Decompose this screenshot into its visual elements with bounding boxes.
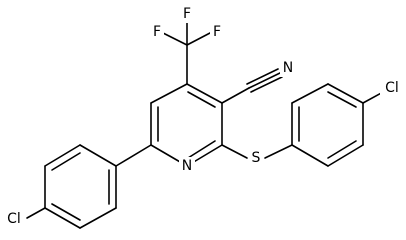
bond-left-ring-2 [44, 144, 81, 167]
bond-nitrile-triple-b [246, 68, 279, 85]
atom-f-top: F [183, 6, 191, 22]
atom-n-ring: N [182, 158, 192, 174]
bond-right-ring-inner-2 [327, 91, 357, 108]
bond-left-ring-inner-2 [51, 203, 81, 221]
atom-s-thioether: S [252, 150, 261, 166]
atom-f-right: F [213, 24, 221, 40]
bond-nitrile-triple-a [248, 72, 281, 89]
atom-n-nitrile: N [283, 60, 293, 76]
bond-right-ring-inner-3 [327, 140, 357, 159]
bond-left-ring-4 [44, 207, 81, 229]
bond-nitrile-triple-c [250, 76, 283, 93]
bond-pyridine-c5-c4 [150, 83, 188, 104]
bond-right-ring-3 [327, 83, 364, 104]
bond-left-ring-1 [79, 144, 117, 167]
bond-pyridine-inner-2 [187, 140, 216, 159]
bond-cf3-f-left [162, 32, 188, 46]
bond-c3-nitrile-carbon [221, 87, 250, 104]
atom-cl-left: Cl [7, 211, 21, 227]
bond-left-ring-inner-1 [51, 152, 81, 171]
bond-c2-s [221, 144, 248, 159]
bond-left-ring-cl [26, 207, 46, 219]
atom-f-left: F [153, 24, 161, 40]
bond-pyridine-c4-c3 [186, 83, 223, 104]
bond-right-ring-6 [291, 144, 329, 167]
bond-right-ring-5 [327, 144, 364, 167]
bond-c6-left-aryl [115, 144, 152, 167]
bond-cf3-f-right [186, 32, 211, 46]
bond-left-ring-5 [79, 207, 117, 229]
bond-s-aryl [264, 144, 293, 159]
bond-pyridine-inner-1 [187, 91, 216, 108]
bond-lines [26, 16, 386, 229]
bond-right-ring-2 [291, 83, 329, 104]
atom-labels: F F F N N S Cl Cl [2, 5, 404, 228]
atom-cl-right: Cl [385, 80, 399, 96]
